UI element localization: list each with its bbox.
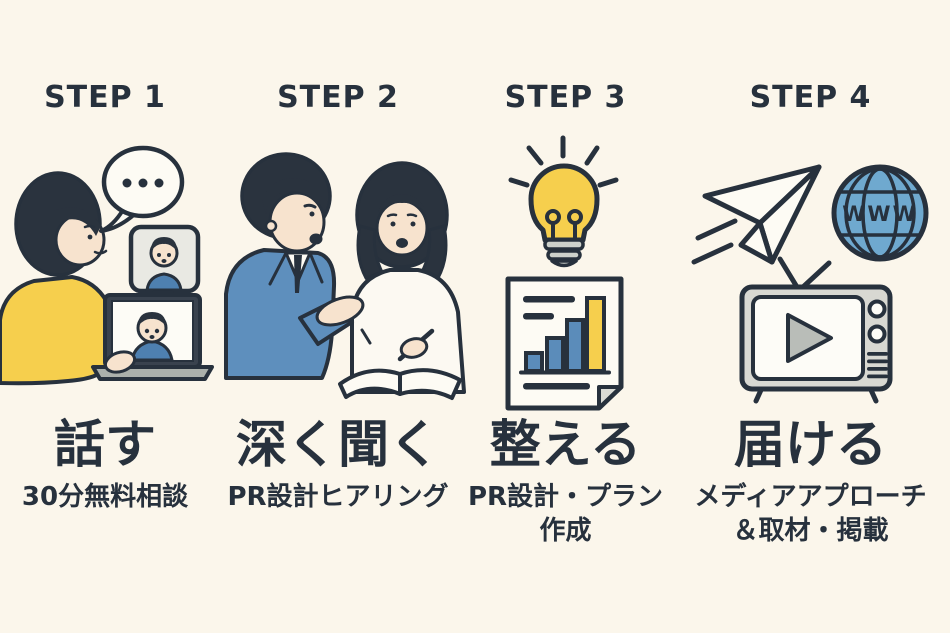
woman-brow (83, 224, 96, 229)
callee-shoulders (145, 272, 183, 292)
step-column-2: STEP 2 深く聞く PR設計ヒアリング (223, 0, 453, 633)
chart-bar-yellow (585, 296, 606, 373)
step-label-2: STEP 2 (277, 80, 399, 115)
woman-fringe (46, 207, 101, 238)
laptop-icon (91, 293, 214, 381)
man-hand (315, 295, 365, 327)
step-column-4: STEP 4 届ける メディアアプローチ ＆取材・掲載 (688, 0, 933, 633)
document-text-line (523, 296, 575, 303)
step-subtitle-4-line2: ＆取材・掲載 (732, 515, 889, 546)
man-gesturing-hand (298, 295, 365, 346)
tv-antenna (777, 256, 832, 290)
bulb-rays (508, 135, 619, 188)
step-subtitle-2: PR設計ヒアリング (223, 481, 453, 515)
writing-hand-and-pen (360, 328, 435, 362)
globe-www-label: WWW (842, 202, 918, 226)
man-mouth (309, 233, 323, 245)
bulb-base-stripe (543, 238, 585, 251)
notebook-icon (338, 368, 462, 400)
step-column-1: STEP 1 話す 30分無料相談 (0, 0, 210, 633)
step3-plan-illustration (505, 135, 624, 411)
bubble-dot (138, 178, 148, 188)
motion-tick (360, 328, 372, 345)
man-ear (264, 219, 278, 233)
video-call-window-icon (128, 224, 201, 307)
step-subtitle-1: 30分無料相談 (0, 481, 210, 515)
step2-hearing-illustration (224, 152, 466, 400)
step-title-1: 話す (53, 416, 156, 475)
step-title-3: 整える (489, 416, 642, 475)
chart-bar-blue (545, 336, 565, 373)
document-text-line (523, 383, 590, 390)
step4-delivery-illustration: WWW (691, 164, 929, 404)
filament-stems (551, 223, 577, 239)
step-subtitle-4-line1: メディアアプローチ (694, 482, 927, 512)
bulb-base-cap (550, 259, 578, 268)
bulb-glass (528, 163, 600, 243)
globe-icon: WWW (831, 164, 929, 262)
tv-speaker-slot (867, 359, 888, 364)
interviewer-woman-figure (350, 161, 466, 394)
tv-speaker-slot (867, 374, 888, 379)
callee-hair (151, 237, 177, 251)
step-column-3: STEP 3 整える PR設計・プラン 作成 (463, 0, 668, 633)
man-figure (224, 152, 337, 380)
bubble-dot (154, 178, 164, 188)
step-subtitle-2-line1: PR設計ヒアリング (227, 482, 449, 512)
suit-lapels (268, 251, 324, 286)
chart-bar-blue (565, 318, 585, 373)
step-title-2: 深く聞く (235, 416, 440, 475)
step-subtitle-4: メディアアプローチ ＆取材・掲載 (688, 481, 933, 549)
step-label-1: STEP 1 (44, 80, 166, 115)
chart-document-icon (505, 276, 624, 411)
interviewer-mouth (396, 238, 408, 248)
tv-feet (753, 387, 879, 404)
step-subtitle-1-line1: 30分無料相談 (21, 482, 189, 512)
man-fringe (262, 178, 322, 214)
step-label-4: STEP 4 (749, 80, 872, 115)
woman-mouth (93, 249, 108, 255)
tv-icon (739, 256, 893, 404)
bulb-base-stripe (546, 249, 582, 261)
screen-man-hair (138, 312, 166, 326)
bubble-dot (122, 178, 132, 188)
speech-bubble-icon (99, 145, 185, 233)
woman-hand (103, 350, 137, 374)
play-icon (786, 313, 833, 363)
tv-speaker-slot (867, 352, 888, 356)
chart-bar-blue (524, 351, 544, 373)
lightbulb-icon (508, 135, 619, 268)
step-subtitle-3: PR設計・プラン 作成 (463, 481, 668, 549)
paper-plane-icon (691, 164, 822, 265)
step-subtitle-3-line1: PR設計・プラン (467, 482, 664, 512)
tv-knob (867, 299, 887, 319)
step-title-4: 届ける (733, 416, 887, 475)
step-subtitle-3-line2: 作成 (539, 515, 592, 546)
woman-eye (87, 234, 93, 240)
document-fold-corner (597, 385, 623, 410)
speed-lines (691, 218, 738, 265)
man-brow (303, 203, 317, 209)
interviewer-brows (386, 213, 418, 218)
tv-speaker-slot (867, 367, 888, 371)
man-tie (294, 255, 302, 293)
document-text-line (523, 313, 554, 320)
interviewer-hand (399, 337, 429, 359)
man-eye (309, 211, 315, 217)
interviewer-fringe (378, 194, 426, 212)
step1-video-call-illustration (0, 145, 214, 386)
tv-knob (867, 324, 887, 344)
man-suit (224, 248, 337, 380)
step-label-3: STEP 3 (504, 80, 627, 115)
